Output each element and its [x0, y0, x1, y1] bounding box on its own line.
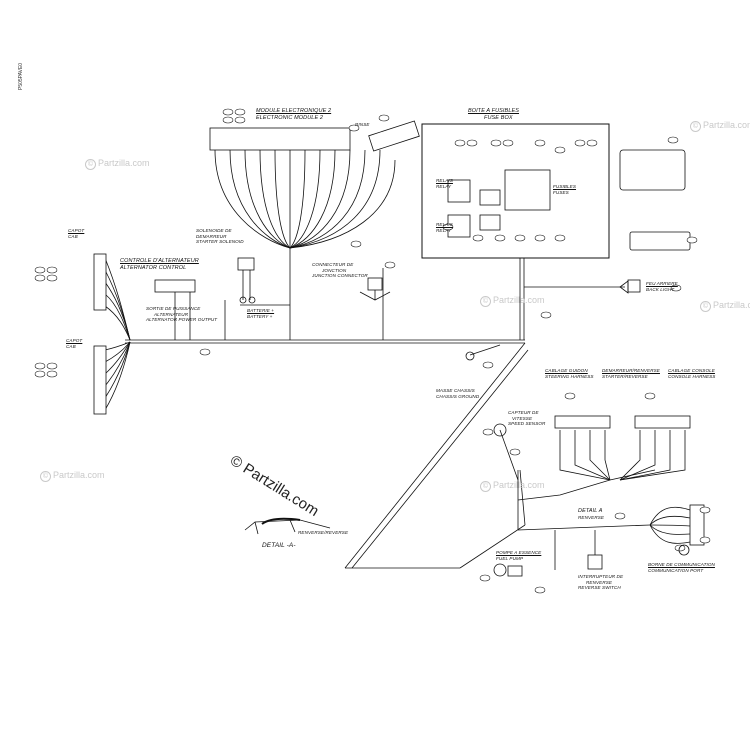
fuel-pump-connector	[507, 565, 523, 577]
junction-connector-block	[367, 277, 383, 291]
cab-fan-wires	[104, 257, 131, 411]
battery-terminal	[239, 296, 247, 304]
watermark: ©Partzilla.com	[40, 470, 105, 482]
electronic-module-2-connector	[209, 127, 351, 151]
cab-top-connector	[93, 253, 107, 311]
callout-bubbles	[34, 108, 711, 594]
communication-port-connector	[689, 504, 705, 546]
doc-code: P505PAVE0	[18, 62, 24, 90]
tail-light-connector	[627, 279, 641, 293]
communication-port-plug	[678, 544, 690, 556]
rear-harness-left	[344, 342, 526, 569]
fuse-block	[504, 169, 551, 211]
fuel-pump-icon	[493, 563, 507, 577]
fusebox-3d-view	[619, 149, 686, 191]
watermark: ©Partzilla.com	[480, 480, 545, 492]
module-fan-wires	[214, 149, 396, 249]
fusebox-frame	[421, 123, 610, 259]
fusebox-side-view	[629, 231, 691, 251]
speed-sensor	[493, 423, 507, 437]
watermark: ©Partzilla.com	[480, 295, 545, 307]
battery-label: BATTERIE +BATTERY +	[247, 308, 275, 319]
watermark: ©Partzilla.com	[690, 120, 750, 132]
chassis-ground-terminal	[465, 351, 475, 361]
solenoid-connector	[237, 257, 255, 271]
cab-bottom-connector	[93, 345, 107, 415]
tail-light-icon	[619, 280, 629, 294]
steering-harness-connector	[554, 415, 611, 429]
reverse-switch-connector	[587, 554, 603, 570]
detail-a-sketch	[244, 519, 331, 535]
detail-a-title: DETAIL -A-	[262, 542, 296, 549]
rear-harness-right	[519, 469, 526, 526]
alternator-control-connector	[154, 279, 196, 293]
console-harness-connector	[634, 415, 691, 429]
watermark: ©Partzilla.com	[700, 300, 750, 312]
detail-a-note: RENVERSE/REVERSE	[298, 530, 349, 535]
watermark: ©Partzilla.com	[85, 158, 150, 170]
rinse-label: RINSE	[355, 122, 370, 127]
rinse-module	[368, 120, 420, 152]
relay-top	[447, 179, 471, 203]
